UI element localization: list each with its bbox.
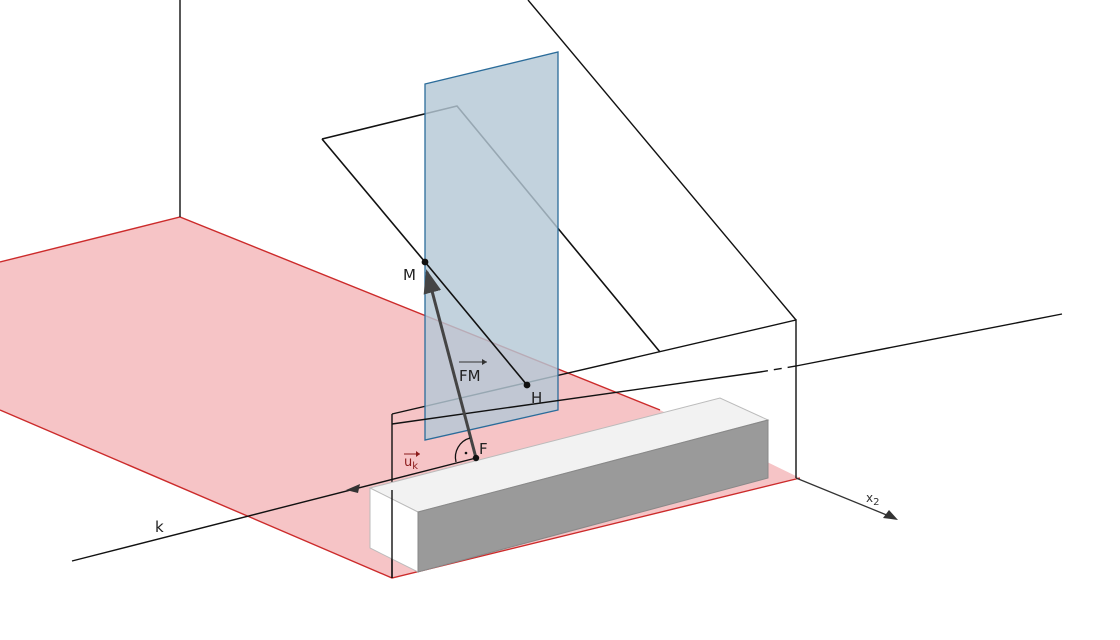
axis-x2 xyxy=(795,477,895,519)
point-m xyxy=(421,258,429,266)
segment-m-h xyxy=(424,261,528,386)
label-uk: uk xyxy=(404,455,418,472)
label-x2-sub: 2 xyxy=(873,497,879,508)
label-x2-base: x xyxy=(866,491,873,505)
label-h: H xyxy=(531,389,542,407)
line-through-h-dashed xyxy=(759,365,797,373)
line-through-h-ext xyxy=(795,313,1063,367)
line-through-h xyxy=(391,371,761,425)
roof-frame-left xyxy=(321,138,426,263)
perpendicular-plane xyxy=(424,51,559,441)
vector-fm xyxy=(423,269,478,459)
label-k: k xyxy=(155,518,164,536)
point-f xyxy=(472,454,480,462)
label-m: M xyxy=(403,266,416,284)
label-f: F xyxy=(479,440,488,458)
label-uk-base: u xyxy=(404,455,412,470)
roof-slope-edge xyxy=(527,0,797,321)
right-angle-icon xyxy=(454,437,471,463)
label-uk-sub: k xyxy=(412,461,418,472)
label-uk-overarrow-head-icon xyxy=(416,451,420,457)
point-h xyxy=(523,381,531,389)
line-k-arrowhead-icon xyxy=(346,484,360,493)
axis-x2-arrowhead-icon xyxy=(883,510,898,520)
beam-side-face xyxy=(417,419,769,573)
label-x2: x2 xyxy=(866,491,879,508)
label-fm: FM xyxy=(459,367,481,385)
line-k xyxy=(71,457,477,562)
label-fm-overarrow-head-icon xyxy=(482,359,487,365)
right-angle-dot xyxy=(464,451,468,455)
